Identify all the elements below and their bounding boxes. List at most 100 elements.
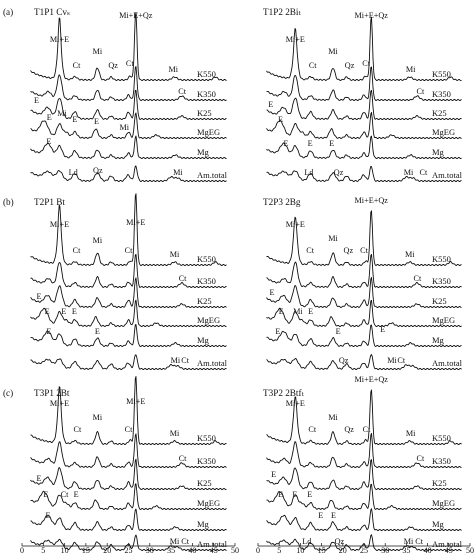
peak-annotation: E	[45, 307, 50, 316]
series-trace-mgeg	[266, 483, 462, 511]
series-label: Am.total	[432, 170, 463, 180]
series-label: MgEG	[432, 498, 455, 508]
peak-annotation: Mi	[93, 413, 103, 422]
series-label: Am.total	[197, 539, 228, 549]
panel-group-label: (b)	[3, 197, 14, 207]
peak-annotation: E	[380, 325, 385, 334]
panel-title: T3P2 2Btfₜ	[263, 388, 305, 398]
series-trace-mgeg	[30, 483, 227, 511]
series-trace-k550	[30, 12, 227, 82]
peak-annotation: E	[331, 511, 336, 520]
x-axis-tick-label: 30	[381, 546, 389, 555]
peak-annotation: E	[308, 139, 313, 148]
series-trace-k25	[30, 277, 227, 309]
peak-annotation: Mi+E+Qz	[355, 375, 389, 384]
peak-annotation: Ct	[126, 59, 134, 68]
series-trace-k350	[266, 253, 462, 289]
series-label: Mg	[432, 335, 445, 345]
x-axis-tick-label: 0	[20, 546, 24, 555]
x-axis-tick-label: 25	[125, 546, 133, 555]
peak-annotation: Mi	[328, 413, 338, 422]
series-label: K25	[432, 108, 447, 118]
peak-annotation: E	[307, 490, 312, 499]
x-axis-tick-label: 10	[61, 546, 69, 555]
peak-annotation: Mi	[93, 236, 103, 245]
peak-annotation: Ct	[179, 454, 187, 463]
panel-title: T2P3 2Bg	[263, 197, 301, 207]
series-label: Mg	[197, 519, 210, 529]
series-trace-mg	[30, 324, 227, 348]
peak-annotation: E	[72, 307, 77, 316]
peak-annotation: E	[45, 511, 50, 520]
series-trace-am-total	[30, 165, 227, 183]
peak-annotation: Ct	[306, 246, 314, 255]
series-trace-mgeg	[30, 112, 227, 140]
series-label: K350	[432, 89, 451, 99]
series-trace-am-total	[30, 354, 227, 371]
peak-annotation: Qz	[334, 168, 344, 177]
peak-annotation: E	[278, 490, 283, 499]
series-label: MgEG	[432, 315, 455, 325]
series-label: MgEG	[197, 127, 220, 137]
peak-annotation: E	[292, 490, 297, 499]
peak-annotation: Ld	[304, 168, 313, 177]
panel-group-label: (c)	[3, 388, 13, 398]
peak-annotation: Ct	[397, 356, 405, 365]
series-trace-mgeg	[266, 111, 462, 140]
peak-annotation: E	[74, 490, 79, 499]
peak-annotation: E	[72, 115, 77, 124]
peak-annotation: Mi+E	[50, 35, 69, 44]
series-label: MgEG	[432, 127, 455, 137]
x-axis-tick-label: 5	[277, 546, 281, 555]
series-label: K550	[197, 69, 216, 79]
peak-annotation: Mi	[406, 65, 416, 74]
peak-annotation: Mi+E+Qz	[355, 196, 389, 205]
series-label: Am.total	[432, 358, 463, 368]
series-label: K350	[197, 89, 216, 99]
peak-annotation: Mi	[406, 429, 416, 438]
peak-annotation: Ct	[417, 87, 425, 96]
series-label: Am.total	[197, 358, 228, 368]
peak-annotation: E	[271, 470, 276, 479]
peak-annotation: E	[318, 511, 323, 520]
series-trace-k350	[30, 253, 227, 289]
series-label: K350	[432, 456, 451, 466]
x-axis-tick-label: 30	[146, 546, 154, 555]
x-axis-tick-label: 0	[256, 546, 260, 555]
peak-annotation: Mi	[404, 168, 414, 177]
peak-annotation: E	[269, 288, 274, 297]
peak-annotation: Ct	[178, 87, 186, 96]
peak-annotation: Mi	[293, 307, 303, 316]
series-trace-k25	[266, 459, 462, 491]
x-axis-tick-label: 20	[339, 546, 347, 555]
series-trace-k550	[266, 16, 462, 82]
peak-annotation: Mi+E	[126, 218, 145, 227]
panel-title: T1P2 2Biₜ	[263, 7, 301, 17]
series-label: Mg	[432, 519, 445, 529]
peak-annotation: Mi+E	[286, 399, 305, 408]
series-label: K550	[197, 254, 216, 264]
peak-annotation: Ct	[181, 537, 189, 546]
peak-annotation: Mi+E	[286, 220, 305, 229]
peak-annotation: Mi	[171, 356, 181, 365]
series-label: K550	[432, 69, 451, 79]
series-label: Mg	[432, 147, 445, 157]
peak-annotation: E	[279, 307, 284, 316]
peak-annotation: E	[94, 117, 99, 126]
series-label: MgEG	[197, 498, 220, 508]
x-axis-tick-label: 25	[360, 546, 368, 555]
peak-annotation: E	[329, 139, 334, 148]
series-label: K25	[197, 108, 212, 118]
peak-annotation: E	[61, 307, 66, 316]
x-axis-tick-label: 15	[82, 546, 90, 555]
peak-annotation: E	[34, 96, 39, 105]
peak-annotation: Ct	[74, 425, 82, 434]
series-label: K25	[432, 296, 447, 306]
panel-group-label: (a)	[3, 7, 13, 17]
peak-annotation: Mi	[328, 47, 338, 56]
series-label: K350	[432, 276, 451, 286]
x-axis-tick-label: 50	[466, 546, 474, 555]
x-axis-tick-label: 40	[188, 546, 196, 555]
peak-annotation: Mi+E	[50, 399, 69, 408]
